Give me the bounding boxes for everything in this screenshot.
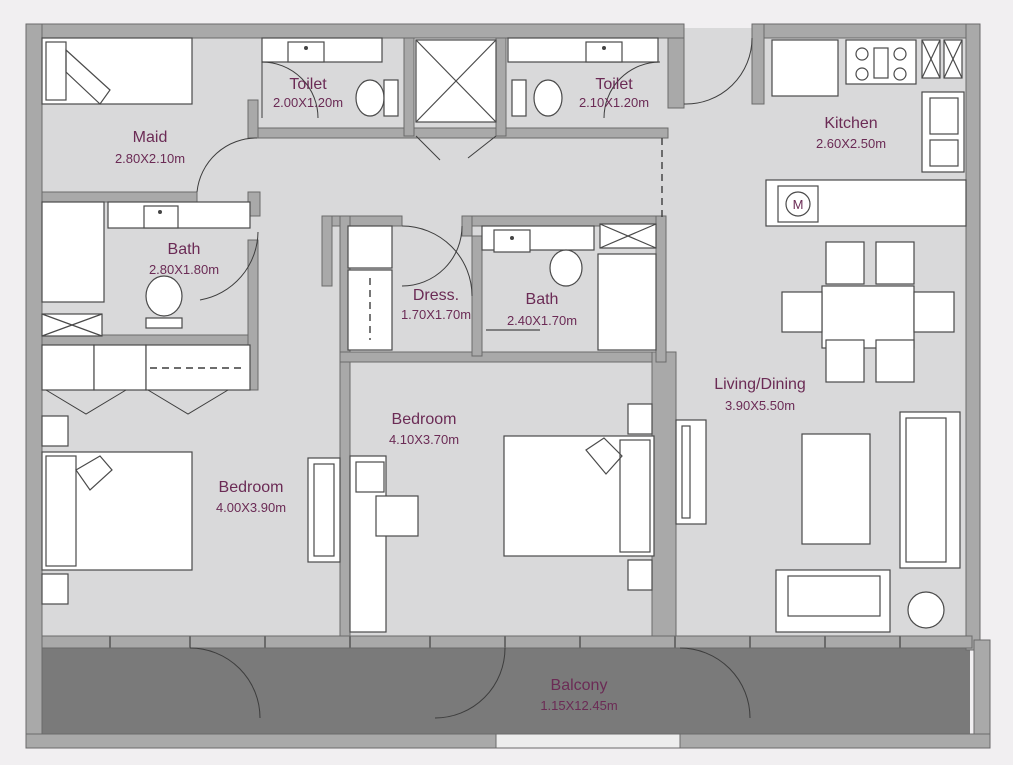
room-label-kitchen: Kitchen: [824, 115, 877, 132]
bath1-fixtures: [41, 201, 259, 337]
bedroom2-furniture: [349, 403, 707, 633]
room-label-bedroom-1: Bedroom: [219, 479, 284, 496]
bedroom1-furniture: [41, 344, 341, 605]
room-label-maid: Maid: [133, 129, 168, 146]
room-label-living-dining: Living/Dining: [714, 376, 806, 393]
dining-table: [781, 241, 955, 383]
room-label-bedroom-2: Bedroom: [392, 411, 457, 428]
room-dim-bedroom-1: 4.00X3.90m: [216, 500, 286, 515]
microwave-label: M: [793, 197, 804, 212]
room-label-balcony: Balcony: [551, 677, 608, 694]
room-dim-toilet-1: 2.00X1.20m: [273, 95, 343, 110]
dress-wardrobe: [347, 225, 473, 351]
room-label-dress: Dress.: [413, 287, 459, 304]
interior-walls: [41, 23, 765, 637]
room-dim-balcony: 1.15X12.45m: [540, 698, 617, 713]
room-dim-kitchen: 2.60X2.50m: [816, 136, 886, 151]
room-label-bath-2: Bath: [526, 291, 559, 308]
room-dim-toilet-2: 2.10X1.20m: [579, 95, 649, 110]
room-dim-maid: 2.80X2.10m: [115, 151, 185, 166]
bath2-fixtures: [481, 223, 657, 351]
maid-bed: [41, 37, 193, 105]
room-dim-bedroom-2: 4.10X3.70m: [389, 432, 459, 447]
toilet1-fixtures: [261, 37, 399, 119]
room-dim-bath-1: 2.80X1.80m: [149, 262, 219, 277]
room-dim-living-dining: 3.90X5.50m: [725, 398, 795, 413]
kitchen-fixtures: [683, 37, 967, 227]
service-shaft: [415, 39, 497, 123]
balcony-floor: [42, 648, 970, 734]
room-dim-dress: 1.70X1.70m: [401, 307, 471, 322]
room-label-bath-1: Bath: [168, 241, 201, 258]
balcony-glazing: [109, 636, 901, 648]
living-furniture: [775, 411, 961, 633]
room-label-toilet-1: Toilet: [289, 76, 327, 93]
door-swings: [45, 135, 751, 719]
room-label-toilet-2: Toilet: [595, 76, 633, 93]
room-dim-bath-2: 2.40X1.70m: [507, 313, 577, 328]
toilet2-fixtures: [507, 37, 661, 119]
